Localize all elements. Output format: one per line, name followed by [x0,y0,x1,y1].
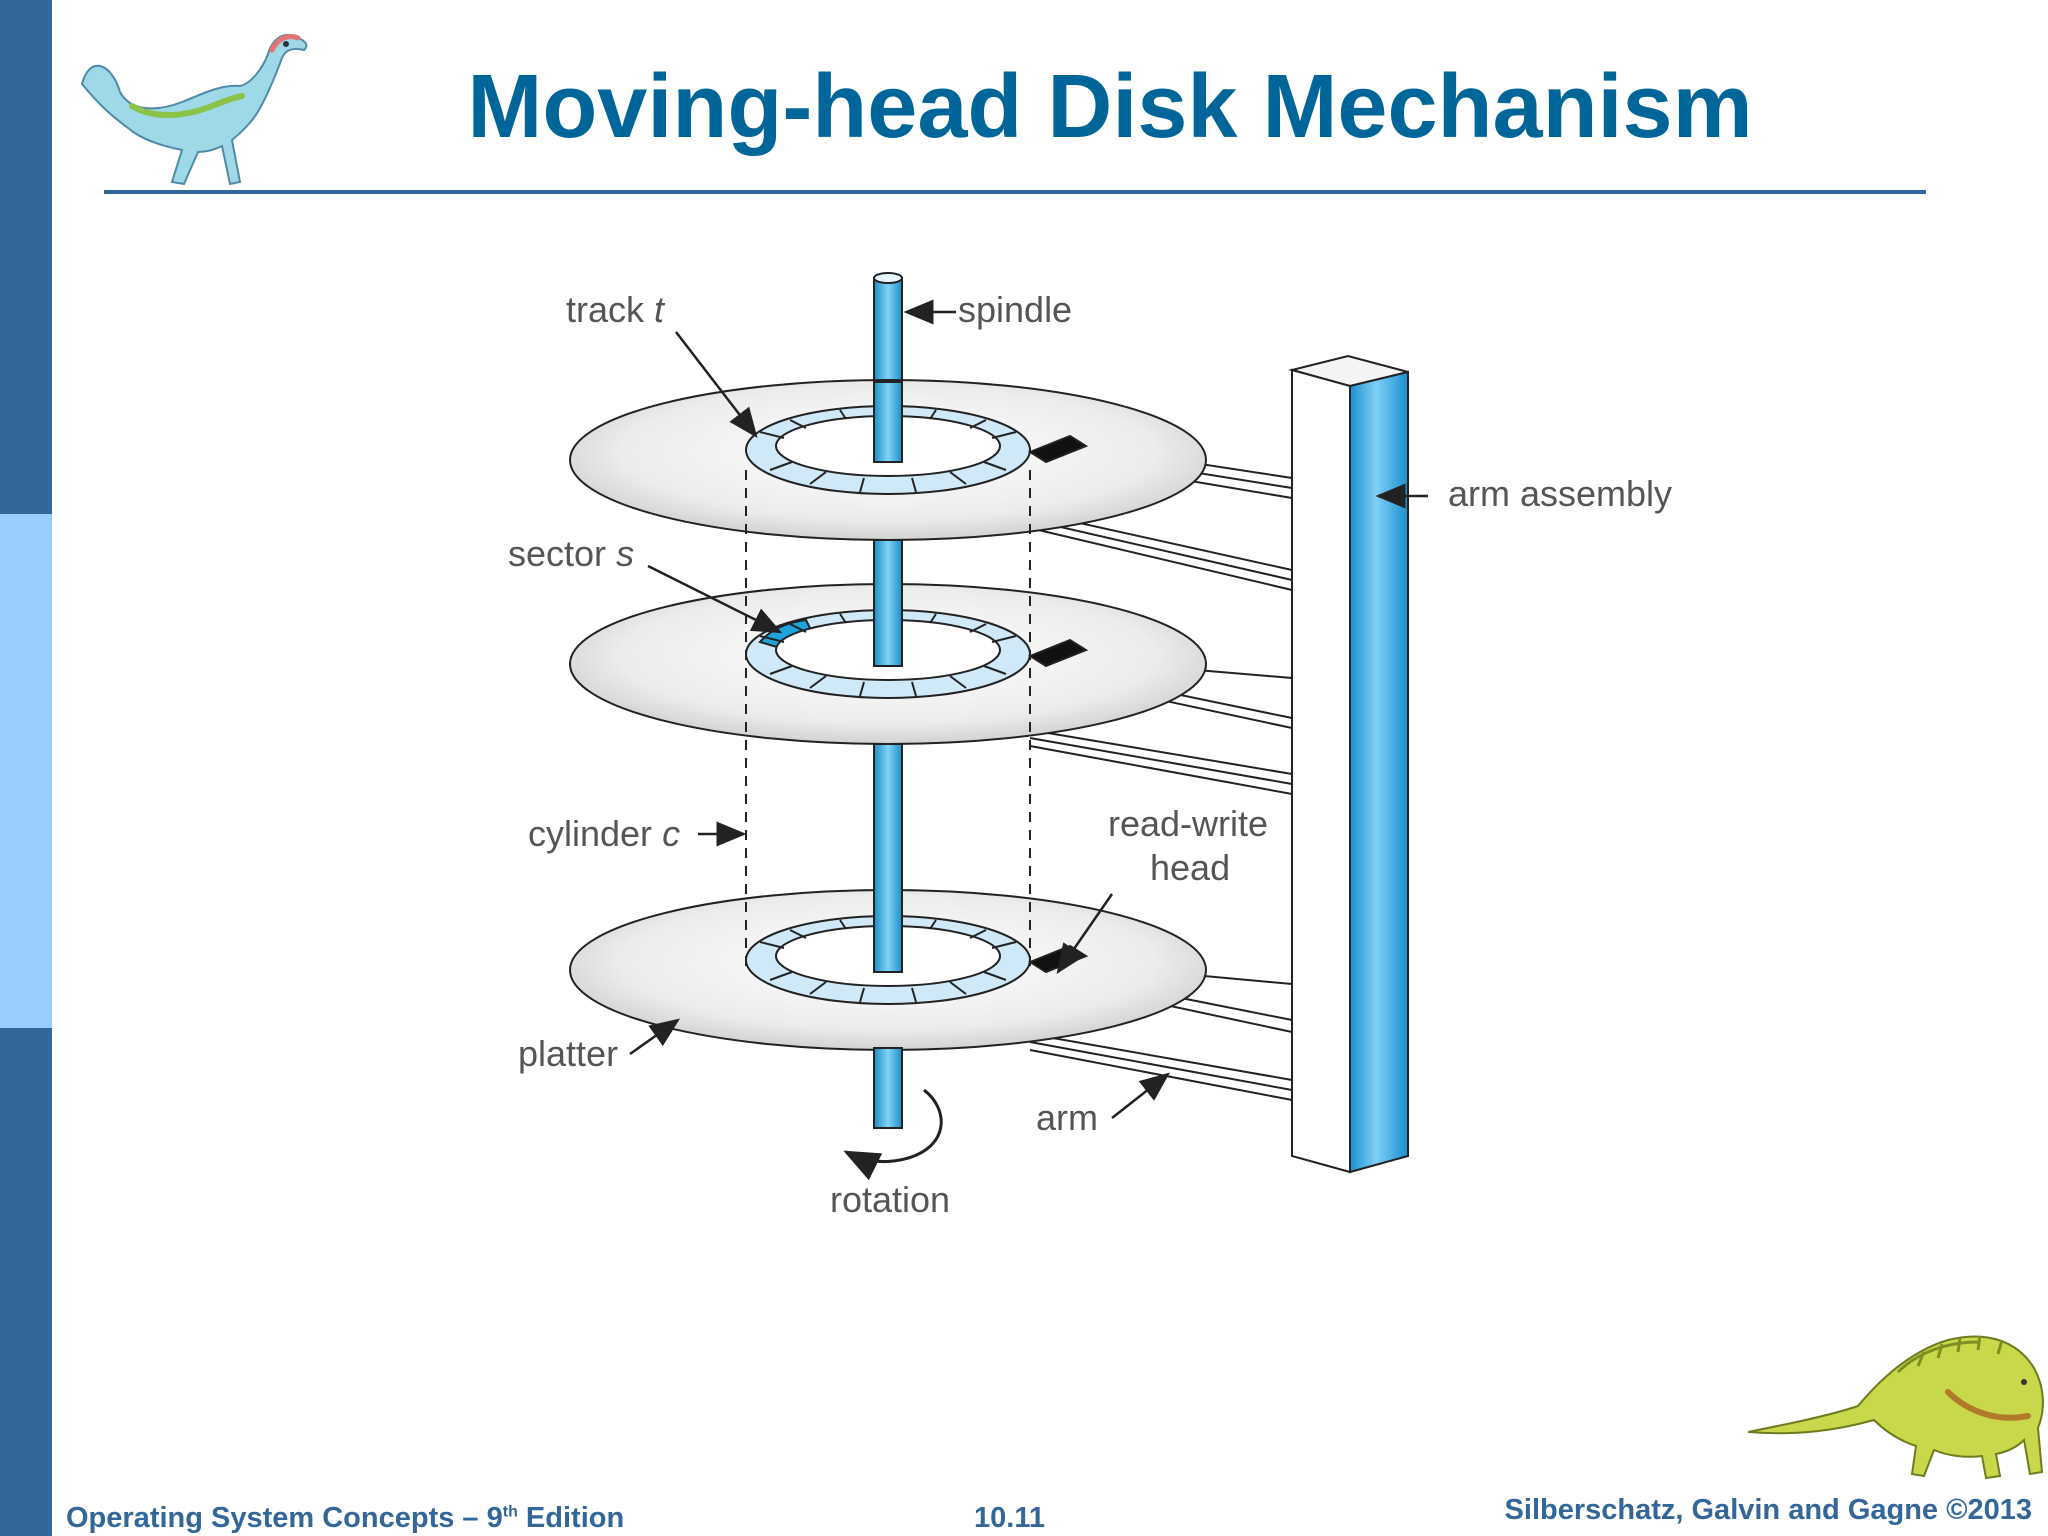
footer-book-title: Operating System Concepts – 9th Edition [66,1502,625,1534]
read-write-head [1027,434,1089,464]
page-title: Moving-head Disk Mechanism [467,57,1753,157]
label-read-write: read-write [1108,803,1268,844]
label-rotation: rotation [830,1179,950,1220]
footer-page-number: 10.11 [974,1502,1045,1534]
title-divider [104,190,1926,194]
label-sector: sector s [508,533,634,574]
arm-assembly [1288,354,1409,1174]
platter-top [569,379,1207,541]
read-write-head [1027,638,1089,668]
platter-bottom [569,743,1207,1051]
sector-arrow [647,564,783,634]
sidebar-segment-bottom [0,1028,52,1536]
arm-arrow [1111,1072,1170,1119]
label-cylinder: cylinder c [528,813,680,854]
dinosaur-icon [1748,1335,2044,1480]
cylinder-outline [745,470,1031,968]
platter-arrow [629,1018,681,1056]
track-arrow [675,331,758,438]
label-head: head [1150,847,1230,888]
label-track: track t [566,289,666,330]
label-platter: platter [518,1033,618,1074]
platter-middle [569,539,1207,745]
sidebar-segment-middle [0,514,52,1028]
sidebar-segment-top [0,0,52,514]
label-arm-assembly: arm assembly [1448,473,1672,514]
label-arm: arm [1036,1097,1098,1138]
read-write-head-arrow [1056,893,1114,975]
sidebar-decoration [0,0,52,1536]
rotation-arrow [843,1088,943,1181]
dinosaur-icon [80,34,308,186]
label-spindle: spindle [958,289,1072,330]
footer-copyright: Silberschatz, Galvin and Gagne ©2013 [1504,1494,2032,1526]
